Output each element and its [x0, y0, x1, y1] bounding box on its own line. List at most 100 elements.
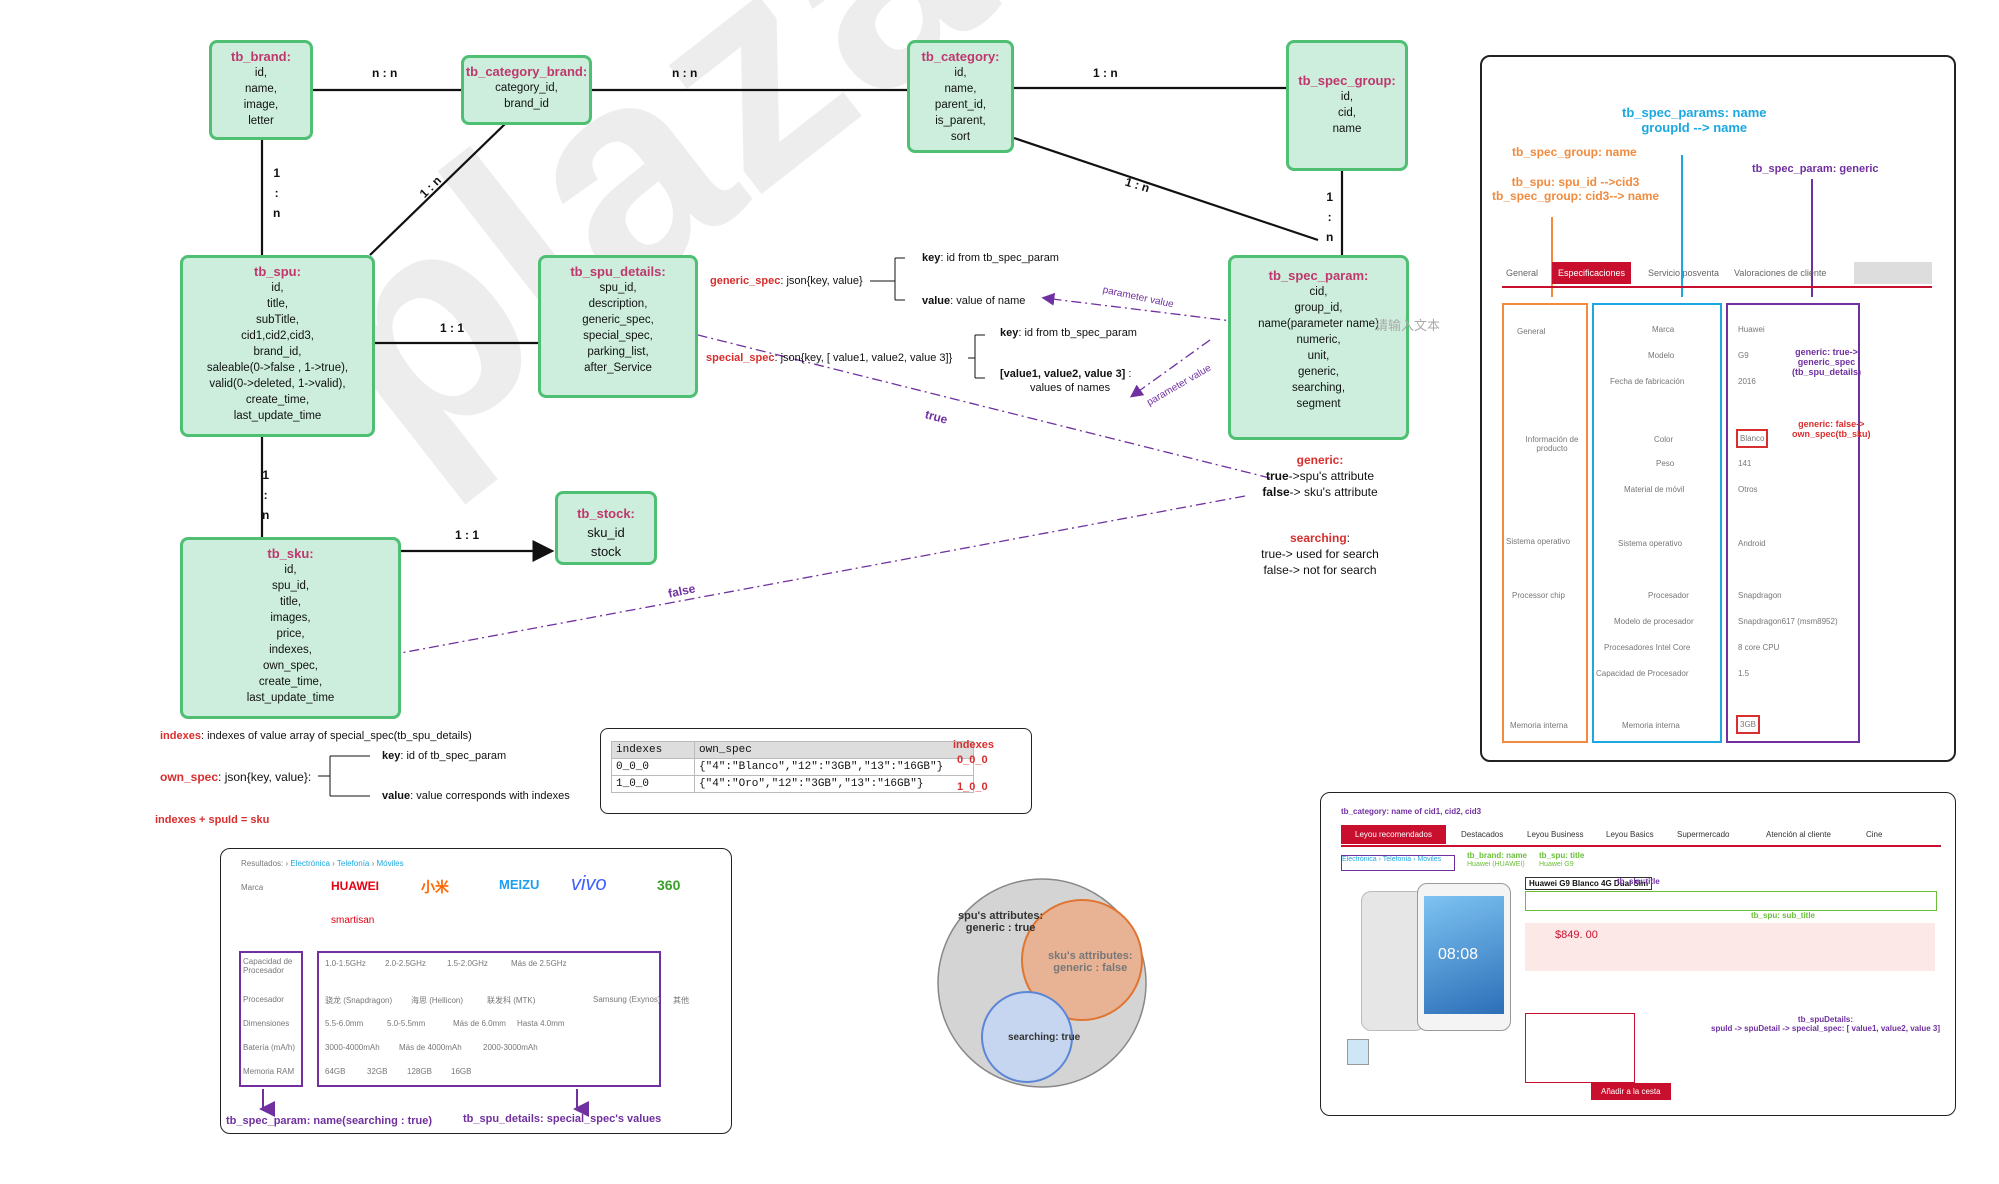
generic-spec-text: : json{key, value}: [780, 275, 863, 287]
entity-field: numeric,: [1296, 334, 1341, 346]
entity-field: price,: [276, 628, 305, 640]
nav-item[interactable]: Cine: [1866, 830, 1883, 839]
spec-value: 2016: [1738, 377, 1756, 386]
tab-valoraciones[interactable]: Valoraciones de cliente: [1734, 268, 1827, 278]
entity-field: subTitle,: [255, 314, 300, 326]
spec-value-memory: 3GB: [1736, 715, 1761, 734]
entity-field: last_update_time: [246, 692, 335, 704]
own-spec-text: : json{key, value}:: [218, 770, 312, 784]
product-breadcrumb: Electrónica › Telefonía › Móviles: [1341, 855, 1455, 871]
filter-value[interactable]: 海思 (Hellicon): [411, 996, 464, 1005]
relation-part: :: [263, 488, 268, 502]
relation-part: :: [274, 186, 279, 200]
filter-value[interactable]: 1.0-1.5GHz: [325, 959, 366, 968]
entity-field: cid,: [1338, 107, 1356, 119]
entity-field: is_parent,: [935, 115, 986, 127]
entity-tb-spec-group: tb_spec_group: id, cid, name: [1286, 40, 1408, 171]
filter-value[interactable]: 128GB: [407, 1067, 432, 1076]
searching-note-title: searching: [1289, 531, 1347, 545]
entity-tb-spu-details: tb_spu_details: spu_id, description, gen…: [538, 255, 698, 398]
relation-specgroup-specparam: 1 : n: [1326, 187, 1333, 247]
filter-value[interactable]: Más de 2.5GHz: [511, 959, 567, 968]
special-spec-label: special_spec: [706, 352, 775, 364]
filter-value[interactable]: Más de 6.0mm: [453, 1019, 506, 1028]
brand-logo-meizu[interactable]: MEIZU: [499, 877, 540, 892]
brand-logo-vivo[interactable]: vivo: [571, 873, 607, 895]
value-text: : value of name: [950, 295, 1026, 307]
breadcrumb-item[interactable]: Móviles: [376, 859, 404, 868]
tab-servicio[interactable]: Servicio posventa: [1648, 268, 1720, 278]
entity-field: title,: [279, 596, 302, 608]
filter-value[interactable]: 64GB: [325, 1067, 346, 1076]
brand-logo-360[interactable]: 360: [657, 877, 681, 893]
filter-value[interactable]: 5.0-5.5mm: [387, 1019, 426, 1028]
entity-field: generic_spec,: [582, 314, 654, 326]
filter-value[interactable]: Samsung (Exynos): [593, 995, 661, 1004]
nav-item[interactable]: Leyou recomendados: [1341, 825, 1446, 844]
venn-spu-label: spu's attributes: generic : true: [958, 910, 1044, 934]
entity-field: images,: [270, 612, 311, 624]
entity-tb-brand: tb_brand: id, name, image, letter: [209, 40, 313, 140]
filter-value[interactable]: 16GB: [451, 1067, 472, 1076]
filter-value[interactable]: 3000-4000mAh: [325, 1043, 380, 1052]
product-thumbnail[interactable]: [1347, 1039, 1369, 1065]
breadcrumb-item[interactable]: Electrónica: [290, 859, 330, 868]
entity-title: tb_spec_param:: [1268, 268, 1369, 283]
entity-field: create_time,: [245, 394, 310, 406]
entity-field: id,: [954, 67, 967, 79]
brand-logo-huawei[interactable]: HUAWEI: [331, 879, 379, 893]
filter-value[interactable]: 5.5-6.0mm: [325, 1019, 364, 1028]
breadcrumb-item[interactable]: Electrónica: [1342, 856, 1377, 863]
special-spec-key: key: id from tb_spec_param: [1000, 327, 1137, 339]
filter-value[interactable]: 1.5-2.0GHz: [447, 959, 488, 968]
value-label: value: [382, 790, 411, 802]
spec-group: Información de producto: [1525, 435, 1579, 453]
nav-item[interactable]: Leyou Business: [1527, 830, 1584, 839]
venn-sku-label: sku's attributes: generic : false: [1048, 950, 1133, 974]
filter-value[interactable]: Hasta 4.0mm: [517, 1019, 565, 1028]
nav-item[interactable]: Destacados: [1461, 830, 1504, 839]
filter-value[interactable]: 其他: [673, 996, 689, 1005]
entity-tb-category: tb_category: id, name, parent_id, is_par…: [907, 40, 1014, 153]
entity-field: id,: [254, 67, 268, 79]
param-column: [1592, 303, 1722, 743]
special-spec-value-2: values of names: [1030, 382, 1111, 394]
venn-sku-circle: [1021, 899, 1143, 1021]
filter-value[interactable]: 联发科 (MTK): [487, 996, 536, 1005]
spu-title-value: Huawei G9: [1539, 861, 1574, 868]
spec-value: 1.5: [1738, 669, 1750, 678]
filter-value[interactable]: 2000-3000mAh: [483, 1043, 538, 1052]
brand-logo-smartisan[interactable]: smartisan: [331, 915, 375, 926]
add-to-cart-button[interactable]: Añadir a la cesta: [1591, 1083, 1671, 1100]
entity-field: unit,: [1307, 350, 1330, 362]
generic-spec-value: value: value of name: [922, 295, 1025, 307]
venn-diagram: [937, 878, 1147, 1088]
entity-field: after_Service: [584, 362, 652, 374]
nav-item[interactable]: Atención al cliente: [1766, 830, 1831, 839]
spec-param: Capacidad de Procesador: [1596, 669, 1689, 678]
nav-item[interactable]: Supermercado: [1677, 830, 1730, 839]
spec-param: Fecha de fabricación: [1610, 377, 1685, 386]
breadcrumb-item[interactable]: Móviles: [1417, 856, 1442, 863]
tab-especificaciones[interactable]: Especificaciones: [1552, 262, 1632, 284]
tab-general[interactable]: General: [1506, 268, 1539, 278]
filter-value[interactable]: 32GB: [367, 1067, 388, 1076]
spec-param: Modelo de procesador: [1614, 617, 1694, 626]
nav-item[interactable]: Leyou Basics: [1606, 830, 1654, 839]
breadcrumb-item[interactable]: Telefonía: [336, 859, 370, 868]
breadcrumb-item[interactable]: Telefonía: [1382, 856, 1412, 863]
filter-value[interactable]: Más de 4000mAh: [399, 1043, 462, 1052]
brand-logo-xiaomi[interactable]: 小米: [421, 879, 449, 895]
entity-field: spu_id,: [599, 282, 637, 294]
entity-field: name(parameter name): [1258, 318, 1379, 330]
filter-value[interactable]: 骁龙 (Snapdragon): [325, 996, 393, 1005]
search-panel: Resultados: › Electrónica › Telefonía › …: [220, 848, 732, 1134]
entity-field: name,: [245, 83, 277, 95]
brand-value: Huawei (HUAWEI): [1467, 861, 1525, 868]
entity-field: brand_id,: [253, 346, 302, 358]
entity-field: id,: [1340, 91, 1354, 103]
filter-value[interactable]: 2.0-2.5GHz: [385, 959, 426, 968]
own-spec-key: key: id of tb_spec_param: [382, 750, 506, 762]
relation-brand-catbrand: n : n: [372, 66, 398, 80]
